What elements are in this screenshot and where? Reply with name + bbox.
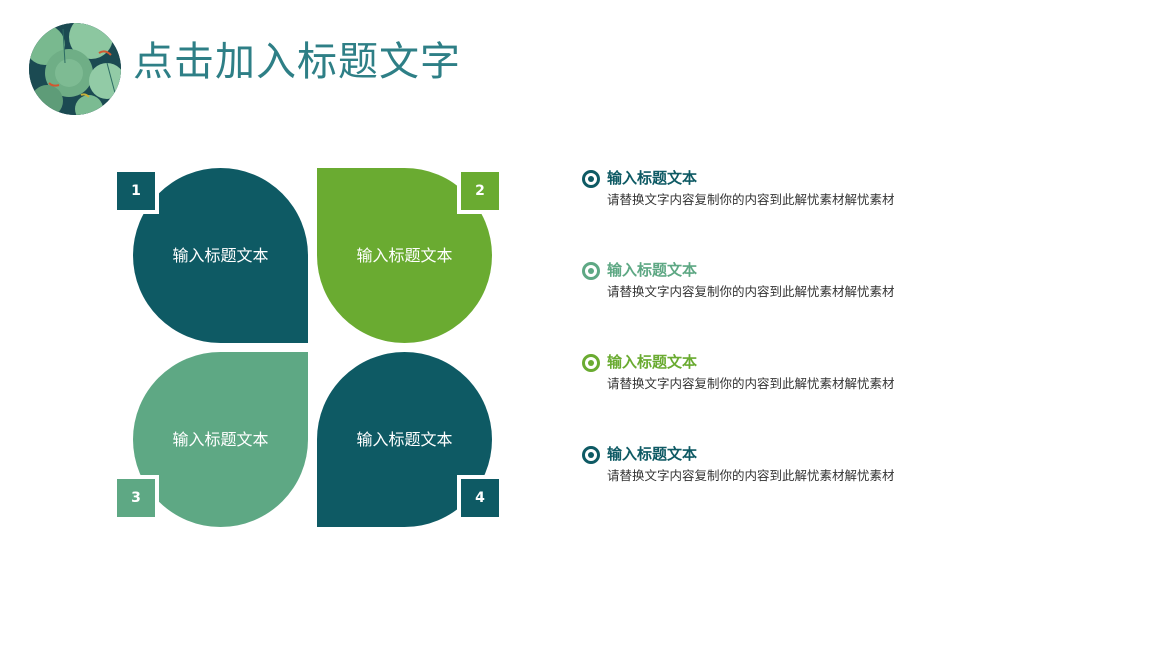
ring-bullet-icon: [582, 170, 600, 188]
list-item-body: 请替换文字内容复制你的内容到此解忧素材解忧素材: [607, 376, 895, 391]
petal-1-label: 输入标题文本: [172, 245, 269, 265]
petal-2: 输入标题文本: [317, 168, 492, 343]
petal-4-label: 输入标题文本: [356, 429, 453, 449]
number-badge-1: 1: [113, 168, 159, 214]
list-item-heading: 输入标题文本: [607, 353, 698, 371]
list-item-heading: 输入标题文本: [607, 261, 698, 279]
list-item-heading: 输入标题文本: [607, 169, 698, 187]
list-item-heading: 输入标题文本: [607, 445, 698, 463]
petal-3-label: 输入标题文本: [172, 429, 269, 449]
ring-bullet-icon: [582, 446, 600, 464]
petal-2-label: 输入标题文本: [356, 245, 453, 265]
list-item-body: 请替换文字内容复制你的内容到此解忧素材解忧素材: [607, 192, 895, 207]
number-badge-4: 4: [457, 475, 503, 521]
page-title: 点击加入标题文字: [133, 39, 461, 85]
number-badge-2: 2: [457, 168, 503, 214]
number-badge-3: 3: [113, 475, 159, 521]
list-item-body: 请替换文字内容复制你的内容到此解忧素材解忧素材: [607, 284, 895, 299]
petal-1: 输入标题文本: [133, 168, 308, 343]
ring-bullet-icon: [582, 354, 600, 372]
ring-bullet-icon: [582, 262, 600, 280]
petal-3: 输入标题文本: [133, 352, 308, 527]
list-item-body: 请替换文字内容复制你的内容到此解忧素材解忧素材: [607, 468, 895, 483]
